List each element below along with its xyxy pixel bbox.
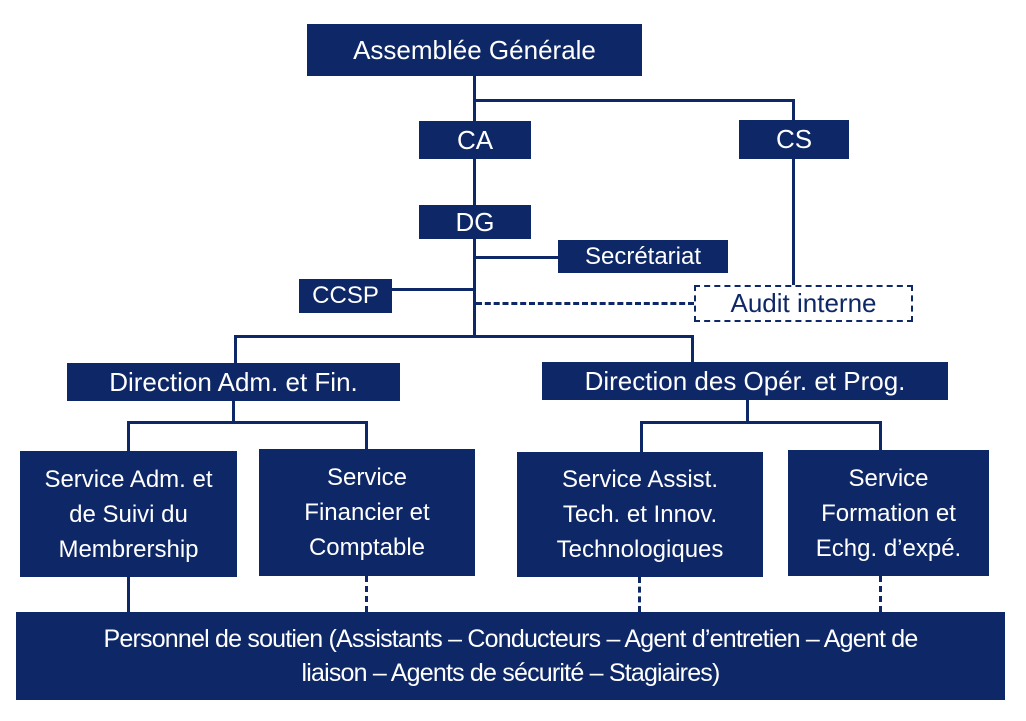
node-label-line3: Technologiques (556, 536, 724, 563)
node-label: Secrétariat (584, 242, 702, 270)
connector-dg-trunk (473, 239, 476, 338)
connector-svcform-top (879, 421, 882, 450)
connector-diradm-down (232, 400, 235, 423)
node-label: Audit interne (730, 288, 877, 318)
connector-cs-audit (792, 159, 795, 285)
connector-cs-drop (792, 99, 795, 120)
node-personnel-soutien: Personnel de soutien (Assistants – Condu… (16, 612, 1005, 700)
connector-svctech-top (640, 421, 643, 452)
connector-diroper-top (691, 335, 694, 362)
connector-svcadm-personnel (127, 577, 130, 612)
node-label: CCSP (312, 282, 379, 309)
node-service-formation: Service Formation et Echg. d’expé. (788, 450, 989, 576)
node-label-line1: Service (848, 464, 929, 492)
node-label-line3: Membrership (58, 535, 199, 563)
node-label-line1: Service Adm. et (44, 465, 213, 493)
connector-diroper-down (746, 400, 749, 423)
node-label-line1: Service Assist. (561, 466, 719, 493)
node-label: Direction des Opér. et Prog. (584, 365, 906, 396)
connector-ca-dg (473, 158, 476, 205)
connector-secretariat (474, 256, 558, 259)
connector-top-branch (473, 99, 795, 102)
node-label: CA (456, 124, 494, 155)
node-label-line2: Formation et (821, 499, 956, 527)
connector-diradm-top (234, 335, 237, 363)
node-service-financier: Service Financier et Comptable (259, 449, 475, 576)
connector-directions-split (234, 335, 694, 338)
node-label-line1: Personnel de soutien (Assistants – Condu… (103, 625, 919, 653)
node-dg: DG (419, 205, 531, 239)
node-label: CS (775, 124, 813, 154)
node-direction-adm-fin: Direction Adm. et Fin. (67, 363, 400, 401)
connector-split-oper (640, 421, 881, 424)
node-label: Direction Adm. et Fin. (109, 366, 358, 397)
node-label: DG (455, 206, 495, 237)
connector-split-adm (127, 421, 368, 424)
node-label-line2: Tech. et Innov. (562, 501, 718, 528)
connector-svcadm-top (127, 421, 130, 451)
node-label-line3: Comptable (308, 534, 426, 561)
connector-assemblee-trunk (473, 76, 476, 121)
node-service-assist-tech: Service Assist. Tech. et Innov. Technolo… (517, 452, 763, 577)
node-label-line2: Financier et (304, 499, 430, 526)
node-audit-interne: Audit interne (694, 285, 913, 322)
node-label-line2: de Suivi du (69, 500, 188, 528)
connector-svctech-personnel-dashed (638, 577, 641, 612)
connector-audit-dashed (476, 302, 694, 305)
node-label: Assemblée Générale (353, 34, 596, 65)
node-direction-oper-prog: Direction des Opér. et Prog. (542, 362, 948, 400)
connector-ccsp (392, 288, 474, 291)
connector-svcfin-personnel-dashed (365, 576, 368, 612)
connector-svcform-personnel-dashed (879, 576, 882, 612)
node-service-adm-membership: Service Adm. et de Suivi du Membrership (20, 451, 237, 577)
node-ca: CA (419, 121, 531, 159)
node-ccsp: CCSP (299, 279, 392, 313)
node-assemblee-generale: Assemblée Générale (307, 24, 642, 76)
node-label-line2: liaison – Agents de sécurité – Stagiaire… (301, 659, 720, 687)
node-label-line1: Service (326, 464, 408, 491)
node-secretariat: Secrétariat (558, 240, 728, 273)
node-label-line3: Echg. d’expé. (815, 534, 962, 562)
node-cs: CS (739, 120, 849, 159)
connector-svcfin-top (365, 421, 368, 449)
